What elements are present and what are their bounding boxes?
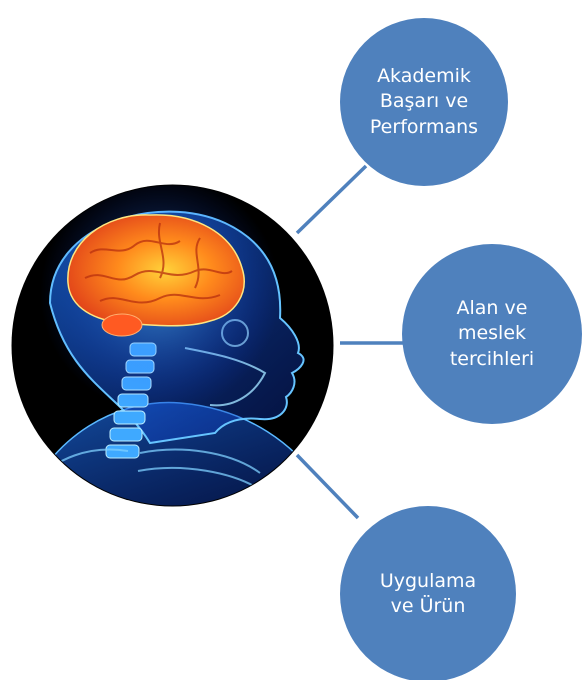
brain-skeleton-image (10, 183, 335, 508)
node-alan-meslek: Alan ve meslek tercihleri (402, 244, 582, 424)
node-akademik-basari: Akademik Başarı ve Performans (340, 18, 508, 186)
cerebellum (102, 314, 142, 336)
node-uygulama-urun: Uygulama ve Ürün (340, 506, 516, 680)
